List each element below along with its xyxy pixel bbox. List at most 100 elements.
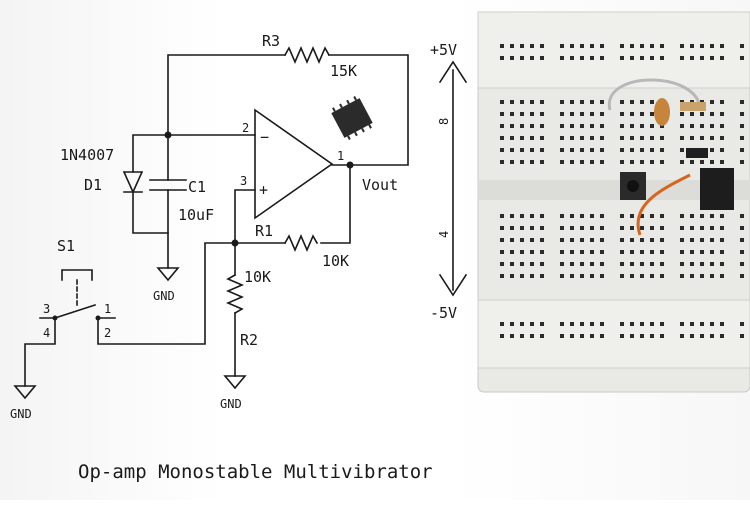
breadboard-hole bbox=[660, 250, 664, 254]
breadboard-hole bbox=[700, 250, 704, 254]
breadboard-hole bbox=[700, 214, 704, 218]
rail-bottom-number: 4 bbox=[437, 231, 451, 238]
r2-label: R2 bbox=[240, 331, 258, 349]
breadboard-hole bbox=[720, 334, 724, 338]
breadboard-hole bbox=[720, 44, 724, 48]
wire-r1-right bbox=[320, 164, 351, 244]
breadboard-hole bbox=[510, 262, 514, 266]
breadboard-hole bbox=[660, 148, 664, 152]
breadboard-hole bbox=[710, 136, 714, 140]
breadboard-hole bbox=[690, 238, 694, 242]
breadboard-hole bbox=[560, 250, 564, 254]
breadboard-hole bbox=[630, 262, 634, 266]
r1-value: 10K bbox=[322, 252, 349, 270]
breadboard-hole bbox=[640, 136, 644, 140]
breadboard-hole bbox=[620, 56, 624, 60]
breadboard-hole bbox=[680, 274, 684, 278]
breadboard-hole bbox=[580, 136, 584, 140]
wire-diode-top bbox=[132, 134, 169, 173]
breadboard-hole bbox=[690, 56, 694, 60]
rail-top-number: 8 bbox=[437, 118, 451, 125]
resistor-r3 bbox=[283, 45, 331, 65]
breadboard-hole bbox=[680, 238, 684, 242]
breadboard-hole bbox=[500, 226, 504, 230]
breadboard-hole bbox=[710, 262, 714, 266]
switch-blade bbox=[53, 303, 97, 320]
breadboard-hole bbox=[580, 44, 584, 48]
breadboard-hole bbox=[520, 112, 524, 116]
breadboard-hole bbox=[650, 322, 654, 326]
breadboard-hole bbox=[680, 44, 684, 48]
breadboard-hole bbox=[680, 160, 684, 164]
breadboard-hole bbox=[540, 44, 544, 48]
breadboard-hole bbox=[690, 322, 694, 326]
breadboard-hole bbox=[570, 136, 574, 140]
gnd-label-s1: GND bbox=[10, 407, 32, 421]
vout-label: Vout bbox=[362, 176, 398, 194]
breadboard-hole bbox=[500, 334, 504, 338]
breadboard-hole bbox=[660, 160, 664, 164]
breadboard-hole bbox=[700, 44, 704, 48]
breadboard-hole bbox=[650, 148, 654, 152]
breadboard-hole bbox=[520, 56, 524, 60]
breadboard-hole bbox=[530, 334, 534, 338]
breadboard-hole bbox=[740, 100, 744, 104]
breadboard-hole bbox=[520, 100, 524, 104]
breadboard-hole bbox=[560, 214, 564, 218]
breadboard-hole bbox=[520, 262, 524, 266]
breadboard-hole bbox=[560, 112, 564, 116]
diagram-title: Op-amp Monostable Multivibrator bbox=[78, 461, 433, 483]
breadboard-hole bbox=[510, 334, 514, 338]
breadboard-hole bbox=[630, 322, 634, 326]
breadboard-hole bbox=[690, 160, 694, 164]
breadboard-hole bbox=[590, 334, 594, 338]
breadboard-hole bbox=[740, 214, 744, 218]
breadboard-hole bbox=[500, 56, 504, 60]
breadboard-hole bbox=[590, 100, 594, 104]
breadboard-hole bbox=[520, 250, 524, 254]
breadboard-hole bbox=[530, 214, 534, 218]
breadboard-hole bbox=[500, 160, 504, 164]
breadboard-hole bbox=[540, 214, 544, 218]
breadboard-hole bbox=[560, 136, 564, 140]
breadboard-hole bbox=[560, 124, 564, 128]
breadboard-hole bbox=[530, 136, 534, 140]
breadboard-hole bbox=[570, 160, 574, 164]
breadboard-hole bbox=[680, 226, 684, 230]
breadboard-hole bbox=[740, 238, 744, 242]
breadboard-hole bbox=[580, 322, 584, 326]
breadboard-hole bbox=[600, 56, 604, 60]
breadboard-hole bbox=[690, 226, 694, 230]
breadboard-hole bbox=[580, 238, 584, 242]
breadboard-hole bbox=[570, 334, 574, 338]
breadboard-hole bbox=[590, 136, 594, 140]
breadboard-hole bbox=[510, 56, 514, 60]
breadboard-hole bbox=[590, 56, 594, 60]
wire-r3-right bbox=[328, 54, 409, 166]
breadboard-hole bbox=[630, 136, 634, 140]
breadboard-hole bbox=[520, 274, 524, 278]
breadboard-hole bbox=[580, 124, 584, 128]
breadboard-hole bbox=[680, 148, 684, 152]
breadboard-hole bbox=[510, 136, 514, 140]
supply-neg-label: -5V bbox=[430, 304, 457, 322]
breadboard-hole bbox=[510, 250, 514, 254]
breadboard-hole bbox=[630, 226, 634, 230]
breadboard-hole bbox=[560, 100, 564, 104]
breadboard-hole bbox=[620, 334, 624, 338]
breadboard-hole bbox=[630, 148, 634, 152]
breadboard-hole bbox=[710, 334, 714, 338]
breadboard-hole bbox=[710, 100, 714, 104]
breadboard bbox=[477, 11, 750, 393]
breadboard-hole bbox=[530, 100, 534, 104]
pin-1-label: 1 bbox=[337, 149, 344, 163]
breadboard-hole bbox=[720, 112, 724, 116]
breadboard-hole bbox=[680, 56, 684, 60]
breadboard-hole bbox=[560, 334, 564, 338]
wire-noninverting bbox=[234, 189, 256, 244]
breadboard-hole bbox=[620, 274, 624, 278]
breadboard-hole bbox=[590, 214, 594, 218]
breadboard-hole bbox=[510, 322, 514, 326]
breadboard-hole bbox=[590, 160, 594, 164]
breadboard-hole bbox=[690, 262, 694, 266]
